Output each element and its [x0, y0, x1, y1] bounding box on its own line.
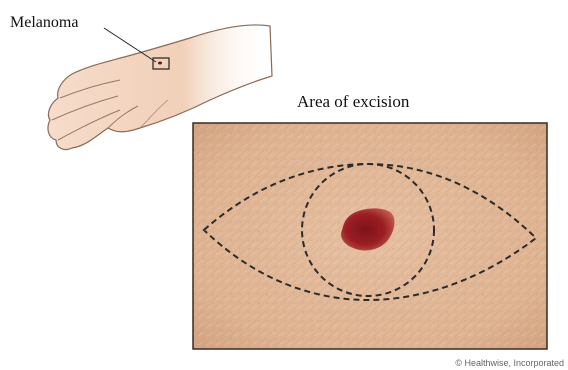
copyright-credit: © Healthwise, Incorporated: [455, 358, 564, 368]
melanoma-label: Melanoma: [10, 14, 78, 32]
area-of-excision-label: Area of excision: [297, 92, 409, 112]
